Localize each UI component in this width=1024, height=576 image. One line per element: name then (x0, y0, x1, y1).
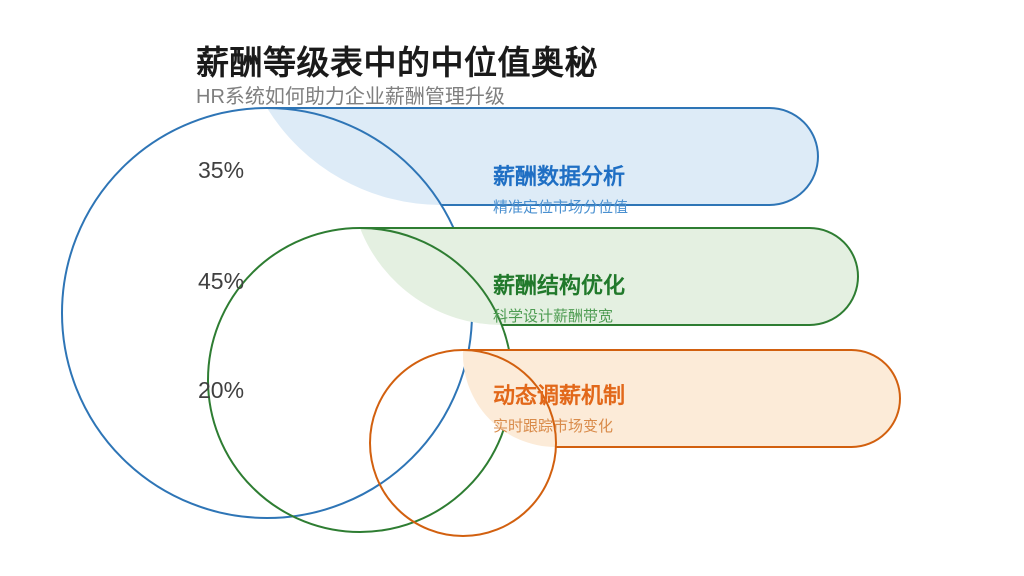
band-subtitle-0: 精准定位市场分位值 (493, 199, 629, 217)
band-fill-1 (360, 228, 858, 325)
band-outline-1 (360, 227, 859, 326)
band-outline-0 (267, 107, 819, 206)
diagram-shape-2[interactable] (369, 349, 901, 537)
percent-label-0: 35% (198, 157, 245, 183)
band-subtitle-1: 科学设计薪酬带宽 (493, 308, 614, 326)
band-fill-0 (267, 108, 818, 205)
band-title-0: 薪酬数据分析 (493, 164, 626, 189)
band-outline-2 (463, 349, 901, 448)
circle-outline-2 (369, 349, 557, 537)
band-item-1[interactable]: 薪酬结构优化 科学设计薪酬带宽 (493, 273, 625, 326)
band-subtitle-2: 实时跟踪市场变化 (493, 418, 614, 436)
band-title-1: 薪酬结构优化 (493, 273, 626, 298)
band-fill-2 (462, 350, 900, 447)
band-item-0[interactable]: 薪酬数据分析 精准定位市场分位值 (493, 164, 628, 217)
percent-label-1: 45% (198, 268, 245, 294)
band-item-2[interactable]: 动态调薪机制 实时跟踪市场变化 (493, 383, 625, 436)
band-title-2: 动态调薪机制 (493, 383, 626, 408)
percent-label-2: 20% (198, 377, 245, 403)
